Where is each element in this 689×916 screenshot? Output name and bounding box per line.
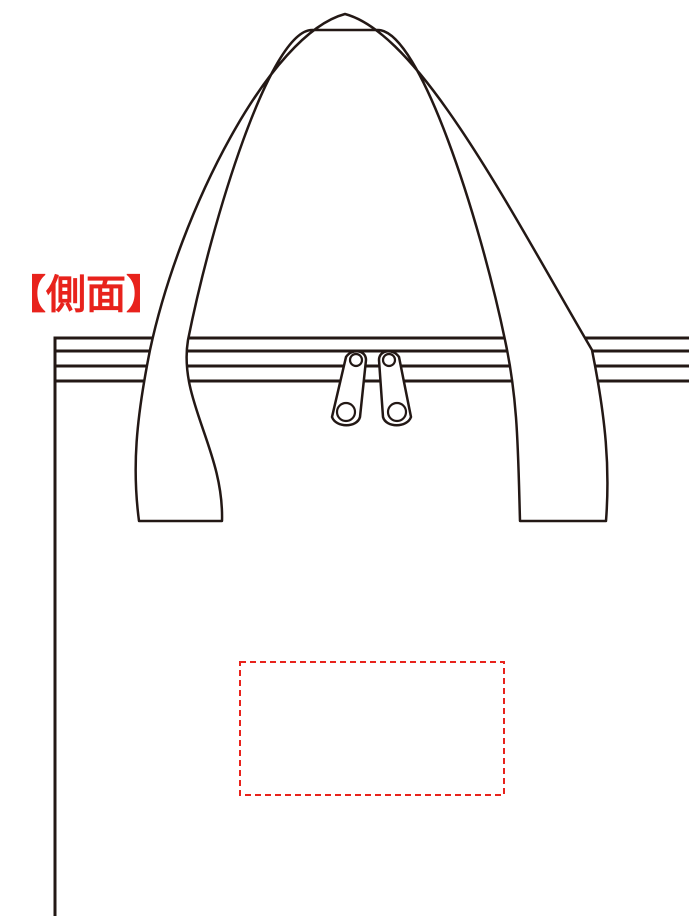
zipper-pull-right-ring-top [381,352,397,368]
print-area [239,661,505,796]
view-label: 【側面】 [6,272,166,318]
zipper-pull-right [377,350,413,427]
zipper-pull-left-ring-bottom [335,401,357,423]
carry-handle [134,12,609,523]
zipper-pull-right-ring-bottom [386,401,408,423]
zipper-pull-left-ring-top [348,352,364,368]
zipper-pull-left [330,350,368,427]
